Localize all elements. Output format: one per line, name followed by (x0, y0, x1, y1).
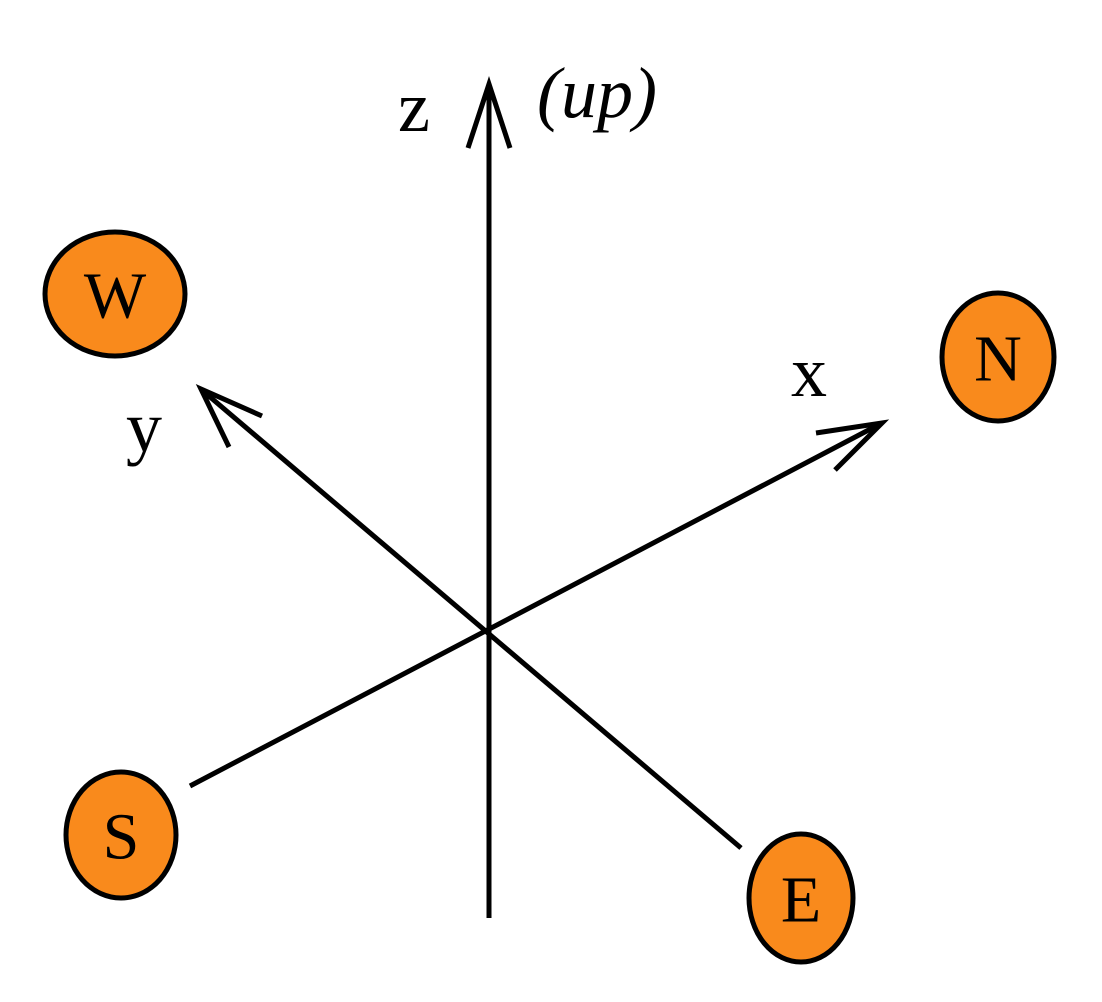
z-axis-arrowhead (465, 75, 513, 149)
south-badge: S (63, 769, 179, 901)
x-axis-arrowhead (815, 419, 890, 472)
east-badge-label: E (781, 864, 821, 937)
east-badge: E (746, 831, 856, 965)
east-badge-circle (746, 831, 856, 965)
y-axis-label: y (126, 387, 162, 467)
x-axis-label: x (791, 332, 827, 412)
west-badge: W (42, 229, 188, 359)
west-badge-circle (42, 229, 188, 359)
x-axis-line (188, 421, 882, 789)
z-axis-note: (up) (537, 53, 657, 133)
y-axis-arrowhead (195, 383, 264, 449)
z-axis-label: z (398, 67, 430, 147)
y-axis-line (201, 389, 743, 850)
north-badge: N (939, 290, 1057, 424)
north-badge-label: N (974, 323, 1022, 396)
north-badge-circle (939, 290, 1057, 424)
south-badge-label: S (103, 801, 140, 874)
west-badge-label: W (84, 260, 147, 333)
south-badge-circle (63, 769, 179, 901)
